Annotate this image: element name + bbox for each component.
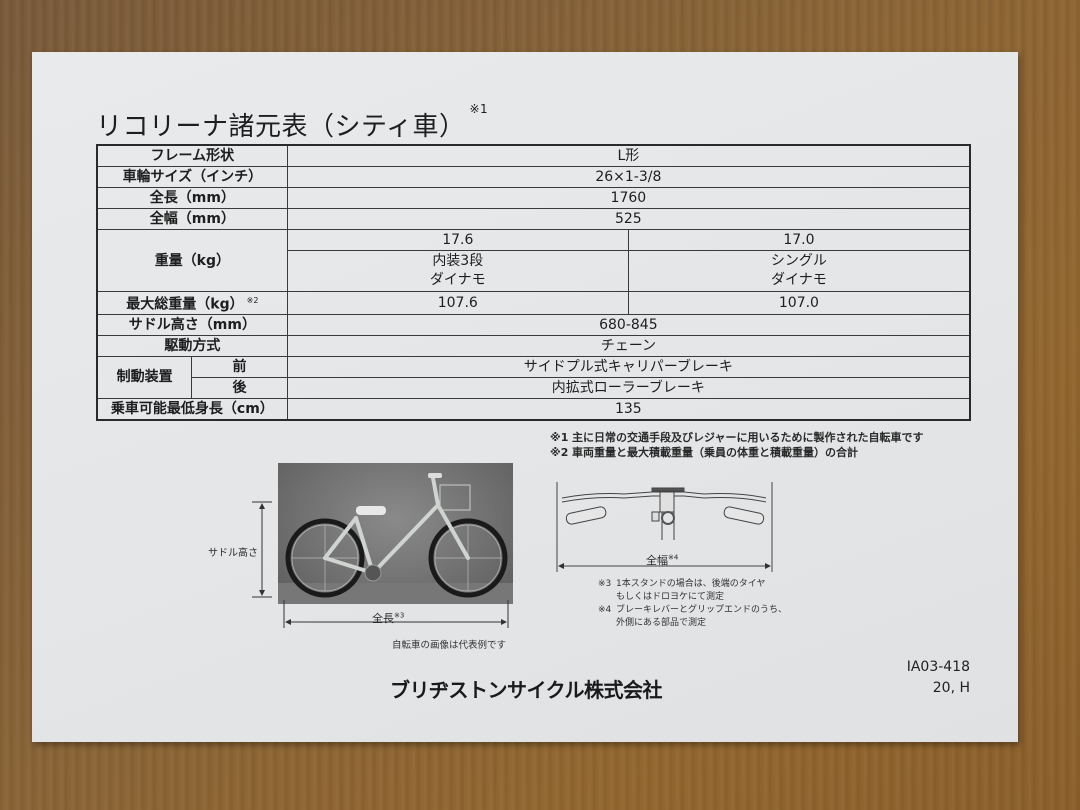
bicycle-photo — [278, 463, 513, 604]
code-line: 20, H — [932, 680, 970, 696]
row-label: 全幅（mm） — [96, 208, 288, 230]
brake-front-value: サイドプル式キャリパーブレーキ — [286, 355, 971, 378]
row-label: サドル高さ（mm） — [96, 313, 288, 336]
weight-value-3speed: 17.6 — [286, 229, 629, 251]
note-text: 外側にある部品で測定 — [616, 618, 707, 628]
max-weight-value-3speed: 107.6 — [286, 291, 629, 315]
title-text: リコリーナ諸元表（シティ車） — [96, 112, 466, 142]
row-value: チェーン — [286, 334, 971, 357]
document-title: リコリーナ諸元表（シティ車）※1 — [96, 102, 488, 143]
weight-label: 重量（kg） — [96, 229, 288, 292]
label-text: 最大総重量（kg） — [126, 296, 244, 313]
footnote-text: 主に日常の交通手段及びレジャーに用いるために製作された自転車です — [572, 431, 924, 444]
variant-desc-line: ダイナモ — [429, 272, 486, 288]
handlebar-diagram-icon — [556, 482, 773, 572]
brake-rear-label: 後 — [191, 376, 288, 399]
image-caption: 自転車の画像は代表例です — [392, 640, 507, 651]
note-mark: ※3 — [598, 579, 612, 589]
table-row: 全長（mm） 1760 — [96, 187, 971, 209]
length-label: 全長※3 — [372, 610, 404, 626]
table-row: 乗車可能最低身長（cm） 135 — [96, 397, 971, 421]
saddle-height-arrow-icon — [252, 501, 272, 598]
max-weight-label: 最大総重量（kg）※2 — [96, 291, 288, 315]
variant-desc-line: 内装3段 — [432, 253, 484, 269]
table-row: 全幅（mm） 525 — [96, 208, 971, 230]
width-label: 全幅※4 — [646, 552, 678, 568]
label-text: 全幅 — [646, 554, 668, 567]
row-value: 525 — [286, 208, 971, 230]
note-text: もしくはドロヨケにて測定 — [616, 592, 725, 602]
table-row-weight: 重量（kg） 17.6 17.0 シングル ダイナモ — [96, 229, 971, 292]
table-row-brake-rear: 後 内拡式ローラーブレーキ — [97, 376, 971, 399]
table-row-brake-front: 制動装置 前 サイドプル式キャリパーブレーキ — [96, 355, 971, 399]
footnote-mark: ※2 — [550, 446, 569, 459]
row-value: 135 — [286, 397, 971, 421]
brake-label: 制動装置 — [96, 355, 193, 399]
handlebar-notes: ※3 1本スタンドの場合は、後端のタイヤ もしくはドロヨケにて測定 ※4 ブレーキレ… — [598, 578, 787, 630]
row-label: 駆動方式 — [96, 334, 288, 357]
table-row: 車輪サイズ（インチ） 26×1-3/8 — [96, 166, 971, 188]
row-value: L形 — [286, 144, 971, 167]
weight-value-single: 17.0 — [628, 230, 969, 251]
row-label: 全長（mm） — [96, 187, 288, 209]
code-line: IA03-418 — [906, 659, 970, 675]
footnote-mark: ※2 — [246, 296, 259, 305]
table-row: 最大総重量（kg）※2 107.6 107.0 — [96, 291, 971, 315]
length-arrow-icon — [283, 600, 509, 628]
table-row: フレーム形状 L形 — [96, 144, 971, 167]
footnote-mark: ※3 — [394, 611, 405, 620]
weight-cell-single: 17.0 シングル ダイナモ — [627, 229, 971, 292]
variant-desc-line: シングル — [770, 253, 827, 269]
spec-sheet-paper: リコリーナ諸元表（シティ車）※1 フレーム形状 L形 車輪サイズ（インチ） 26… — [32, 52, 1018, 742]
label-text: 全長 — [372, 612, 394, 625]
weight-desc-3speed: 内装3段 ダイナモ — [286, 250, 629, 292]
brake-front-label: 前 — [191, 355, 288, 378]
row-label: フレーム形状 — [96, 144, 288, 167]
note-item: ※3 1本スタンドの場合は、後端のタイヤ — [598, 578, 787, 591]
row-value: 680-845 — [286, 313, 971, 336]
note-mark: ※4 — [598, 605, 612, 615]
document-code: IA03-418 20, H — [907, 657, 970, 699]
max-weight-value-single: 107.0 — [627, 291, 971, 315]
saddle-height-label: サドル高さ — [208, 548, 258, 559]
table-row: サドル高さ（mm） 680-845 — [96, 313, 971, 336]
brake-rear-value: 内拡式ローラーブレーキ — [286, 376, 971, 399]
company-name: ブリヂストンサイクル株式会社 — [390, 678, 663, 702]
table-row-weight-desc: 内装3段 ダイナモ — [97, 250, 970, 292]
bicycle-illustration-icon — [278, 473, 513, 604]
row-label: 乗車可能最低身長（cm） — [96, 397, 288, 421]
note-item: ※4 ブレーキレバーとグリップエンドのうち、 — [598, 604, 787, 617]
spec-table: フレーム形状 L形 車輪サイズ（インチ） 26×1-3/8 全長（mm） 176… — [96, 144, 971, 421]
note-text: 1本スタンドの場合は、後端のタイヤ — [616, 579, 766, 589]
row-value: 26×1-3/8 — [286, 166, 971, 188]
weight-desc-single: シングル ダイナモ — [629, 251, 969, 290]
variant-desc-line: ダイナモ — [771, 272, 827, 288]
footnote-mark: ※4 — [668, 553, 679, 562]
row-label: 車輪サイズ（インチ） — [96, 166, 288, 188]
note-text: ブレーキレバーとグリップエンドのうち、 — [616, 605, 788, 615]
title-footnote-mark: ※1 — [469, 102, 489, 116]
table-row: 駆動方式 チェーン — [96, 334, 971, 357]
footnote-text: 車両重量と最大積載重量（乗員の体重と積載重量）の合計 — [572, 446, 858, 459]
footnote-mark: ※1 — [550, 431, 569, 444]
row-value: 1760 — [286, 187, 971, 209]
